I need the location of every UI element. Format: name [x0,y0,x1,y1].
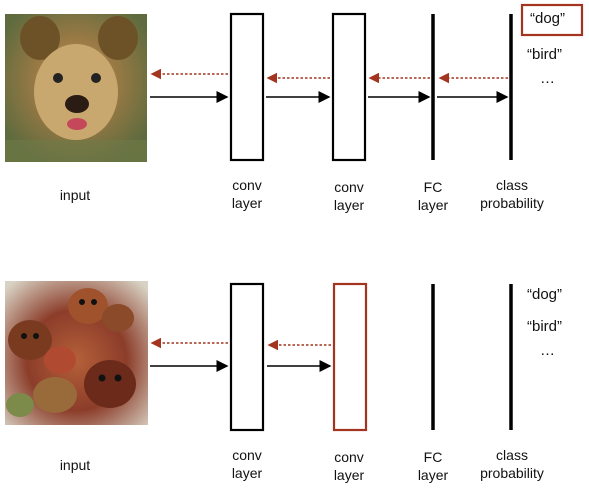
conv-layer-2-label-text: conv layer [333,449,365,483]
class-dog-label: “dog” [530,10,566,27]
class-dog-label: “dog” [527,286,563,303]
conv-layer-1-label: conv layer [222,176,272,212]
class-probability-label-text: class probability [480,447,544,481]
dog-class-highlight [520,3,584,37]
class-probability-label: class probability [467,176,557,212]
class-ellipsis: … [540,342,555,359]
conv-layer-1-label-text: conv layer [231,177,263,211]
conv-layer-1-box [229,12,265,162]
conv-layer-2-box-highlighted [332,282,368,432]
class-probability-label: class probability [467,446,557,482]
fc-layer-label: FC layer [408,448,458,484]
conv-layer-1-label-text: conv layer [231,447,263,481]
conv-layer-2-box [331,12,367,162]
class-bird-label: “bird” [527,318,563,335]
top-row [5,3,584,162]
bottom-row [5,281,513,432]
class-bird-label: “bird” [527,46,563,63]
conv-layer-1-label: conv layer [222,446,272,482]
conv-layer-1-box [229,282,265,432]
input-label: input [59,187,91,203]
conv-layer-2-label: conv layer [324,178,374,214]
dog-visualization-image [5,14,147,162]
deep-dream-dog-image [5,281,148,425]
input-label: input [59,457,91,473]
fc-layer-label: FC layer [408,178,458,214]
conv-layer-2-label: conv layer [324,448,374,484]
fc-layer-label-text: FC layer [417,449,449,483]
fc-layer-label-text: FC layer [417,179,449,213]
class-probability-label-text: class probability [480,177,544,211]
class-ellipsis: … [540,70,555,87]
conv-layer-2-label-text: conv layer [333,179,365,213]
